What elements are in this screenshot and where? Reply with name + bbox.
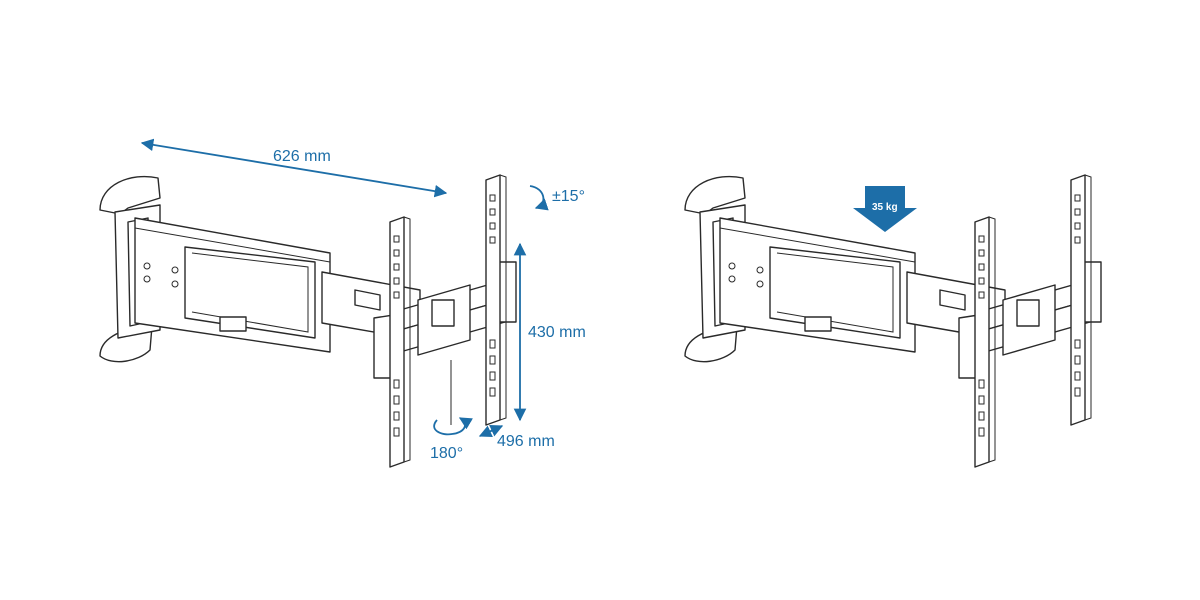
depth-dimension-arrow: [140, 138, 448, 198]
swivel-label: 180°: [430, 445, 463, 462]
depth-label: 626 mm: [273, 148, 331, 165]
tilt-rotation-icon: [529, 185, 549, 211]
mount-drawing-left: [99, 174, 517, 468]
swivel-rotation-icon: [433, 417, 473, 436]
width-dimension-arrow: [478, 424, 504, 438]
tilt-label: ±15°: [552, 188, 585, 205]
height-label: 430 mm: [528, 324, 586, 341]
load-arrow-icon: [853, 186, 917, 232]
load-label: 35 kg: [872, 202, 898, 213]
width-label: 496 mm: [497, 433, 555, 450]
